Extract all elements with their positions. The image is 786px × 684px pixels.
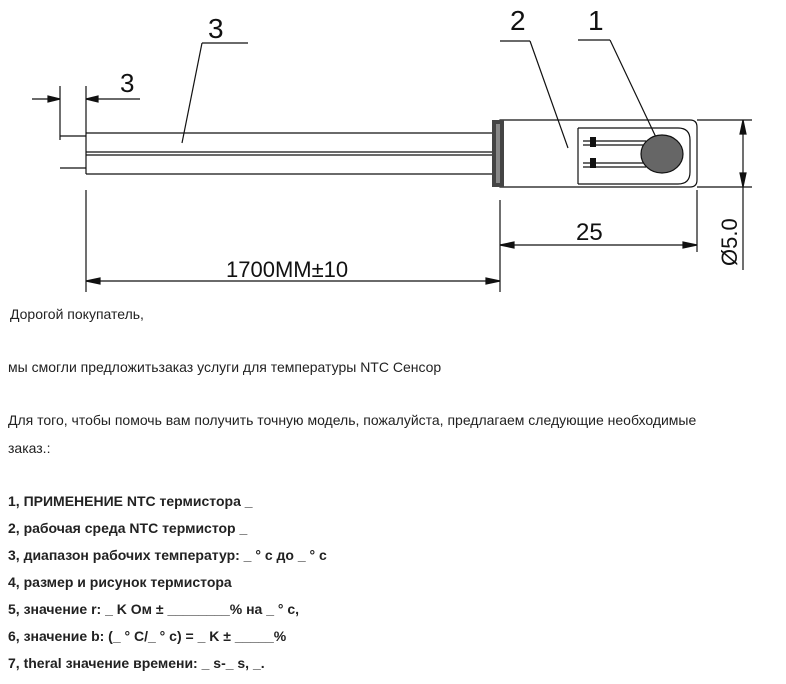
total-length-dimension: 1700MM±10 bbox=[226, 257, 348, 282]
request-text-line-1: Для того, чтобы помочь вам получить точн… bbox=[8, 412, 697, 428]
callout-3-leader bbox=[181, 42, 203, 144]
list-item: 6, значение b: (_ ° C/_ ° c) = _ K ± ___… bbox=[8, 628, 287, 644]
list-item: 3, диапазон рабочих температур: _ ° c до… bbox=[8, 547, 327, 563]
callout-1-leader bbox=[609, 39, 663, 151]
callout-2-label: 2 bbox=[510, 5, 526, 36]
intro-text: мы смогли предложитьзаказ услуги для тем… bbox=[8, 359, 442, 375]
thermistor-bead bbox=[640, 134, 684, 174]
list-item: 1, ПРИМЕНЕНИЕ NTC термистора _ bbox=[8, 493, 253, 509]
diameter-dimension: Ø5.0 bbox=[717, 218, 742, 266]
probe-length-dimension: 25 bbox=[576, 219, 603, 246]
list-item: 7, theral значение времени: _ s-_ s, _. bbox=[8, 655, 265, 671]
list-item: 5, значение r: _ K Ом ± ________% на _ °… bbox=[8, 601, 300, 617]
callout-3-label: 3 bbox=[208, 13, 224, 44]
callout-1-label: 1 bbox=[588, 5, 604, 36]
greeting: Дорогой покупатель, bbox=[10, 306, 144, 322]
request-text-line-2: заказ.: bbox=[8, 440, 51, 456]
callout-2-leader bbox=[529, 40, 569, 149]
lead-strip-dimension: 3 bbox=[120, 68, 134, 98]
probe-cavity bbox=[578, 127, 691, 185]
list-item: 4, размер и рисунок термистора bbox=[8, 574, 232, 590]
probe-housing bbox=[499, 119, 698, 188]
ntc-sensor-drawing: 3 2 1 3 1700MM±10 25 Ø5.0 bbox=[32, 5, 752, 292]
list-item: 2, рабочая среда NTC термистор _ bbox=[8, 520, 248, 536]
